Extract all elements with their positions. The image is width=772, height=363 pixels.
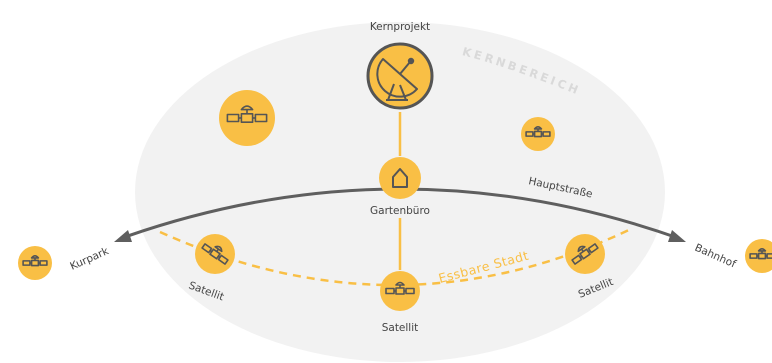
house-icon	[392, 168, 408, 188]
satellite-node-left	[195, 234, 235, 274]
satellite-node-far-right	[745, 239, 772, 273]
satellite-icon	[525, 125, 551, 138]
satellite-icon	[22, 254, 48, 267]
satellite-icon	[385, 281, 415, 295]
satellite-icon	[571, 243, 599, 265]
satellite-dish-icon	[376, 57, 418, 101]
garden-office-label: Gartenbüro	[370, 205, 430, 217]
satellite-node-far-left	[18, 246, 52, 280]
satellite-icon	[749, 247, 772, 260]
core-project-node	[366, 42, 434, 110]
main-street-arrow-left	[114, 230, 132, 242]
left-end-label: Kurpark	[68, 245, 111, 273]
satellite-center-label: Satellit	[382, 322, 419, 334]
satellite-node-right	[565, 234, 605, 274]
main-street-arrow-right	[668, 230, 686, 242]
core-project-label: Kernprojekt	[370, 21, 430, 33]
satellite-icon	[226, 105, 268, 124]
right-end-label: Bahnhof	[693, 242, 738, 271]
satellite-icon	[201, 243, 229, 265]
satellite-node-top-left	[219, 90, 275, 146]
satellite-node-center	[380, 271, 420, 311]
garden-office-node	[379, 157, 421, 199]
satellite-node-top-right	[521, 117, 555, 151]
